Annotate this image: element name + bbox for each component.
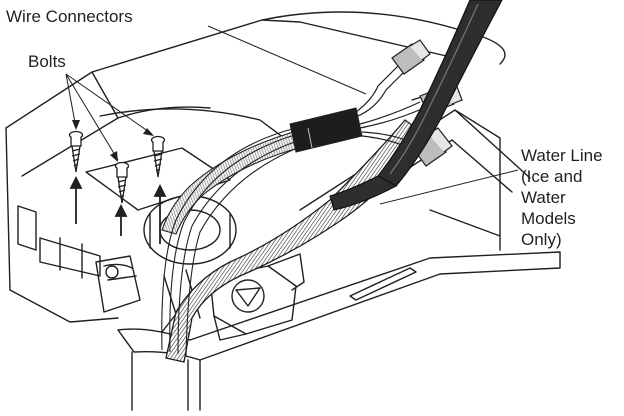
label-water-line-5: Only) xyxy=(521,230,562,249)
bolt-arrows xyxy=(69,175,167,244)
leader-bolt-3 xyxy=(65,73,153,135)
hinge-arm xyxy=(267,253,305,291)
bracket-left xyxy=(17,205,37,251)
bolt-3 xyxy=(150,135,166,178)
label-wire-connectors: Wire Connectors xyxy=(6,7,133,26)
hinge-triangle xyxy=(235,287,261,307)
leader-bolt-1 xyxy=(65,73,77,129)
bracket-left-2 xyxy=(39,237,101,277)
label-water-line-1: Water Line xyxy=(521,146,603,165)
hub-post xyxy=(149,213,231,249)
leader-water-line xyxy=(379,169,519,205)
front-rim-outer xyxy=(117,251,561,361)
leader-arrowheads xyxy=(72,120,154,162)
bolt-2 xyxy=(114,161,130,204)
label-water-line-2: (Ice and xyxy=(521,167,583,186)
bracket-left-3 xyxy=(59,237,83,279)
wire-sleeve xyxy=(289,107,363,153)
tray-slot xyxy=(349,267,417,301)
housing-left-front xyxy=(5,127,119,323)
wire-strands xyxy=(161,127,303,357)
label-water-line-4: Models xyxy=(521,209,576,228)
hinge-lower xyxy=(213,315,247,341)
small-cap xyxy=(105,265,119,279)
housing-left-wall xyxy=(5,71,119,177)
top-panel-curve xyxy=(261,11,506,65)
front-rim-lip xyxy=(131,351,189,411)
dark-tube-lower xyxy=(329,175,398,211)
bracket-clip-detail xyxy=(103,263,137,281)
water-line-tube xyxy=(165,119,425,363)
channel-right-wall xyxy=(454,109,501,237)
bracket-clip xyxy=(95,255,141,313)
bolts-group xyxy=(68,130,166,204)
bolt-1 xyxy=(68,130,84,173)
upper-ledge xyxy=(117,106,211,119)
tray-edge xyxy=(429,209,501,251)
leader-wire-connectors xyxy=(207,25,367,95)
leader-lines xyxy=(65,25,519,205)
label-water-line: Water Line (Ice and Water Models Only) xyxy=(521,145,603,250)
dark-tube xyxy=(377,0,503,187)
leader-bolt-2 xyxy=(65,73,119,161)
label-bolts: Bolts xyxy=(28,52,66,71)
hinge-knob xyxy=(231,279,265,313)
label-water-line-3: Water xyxy=(521,188,566,207)
